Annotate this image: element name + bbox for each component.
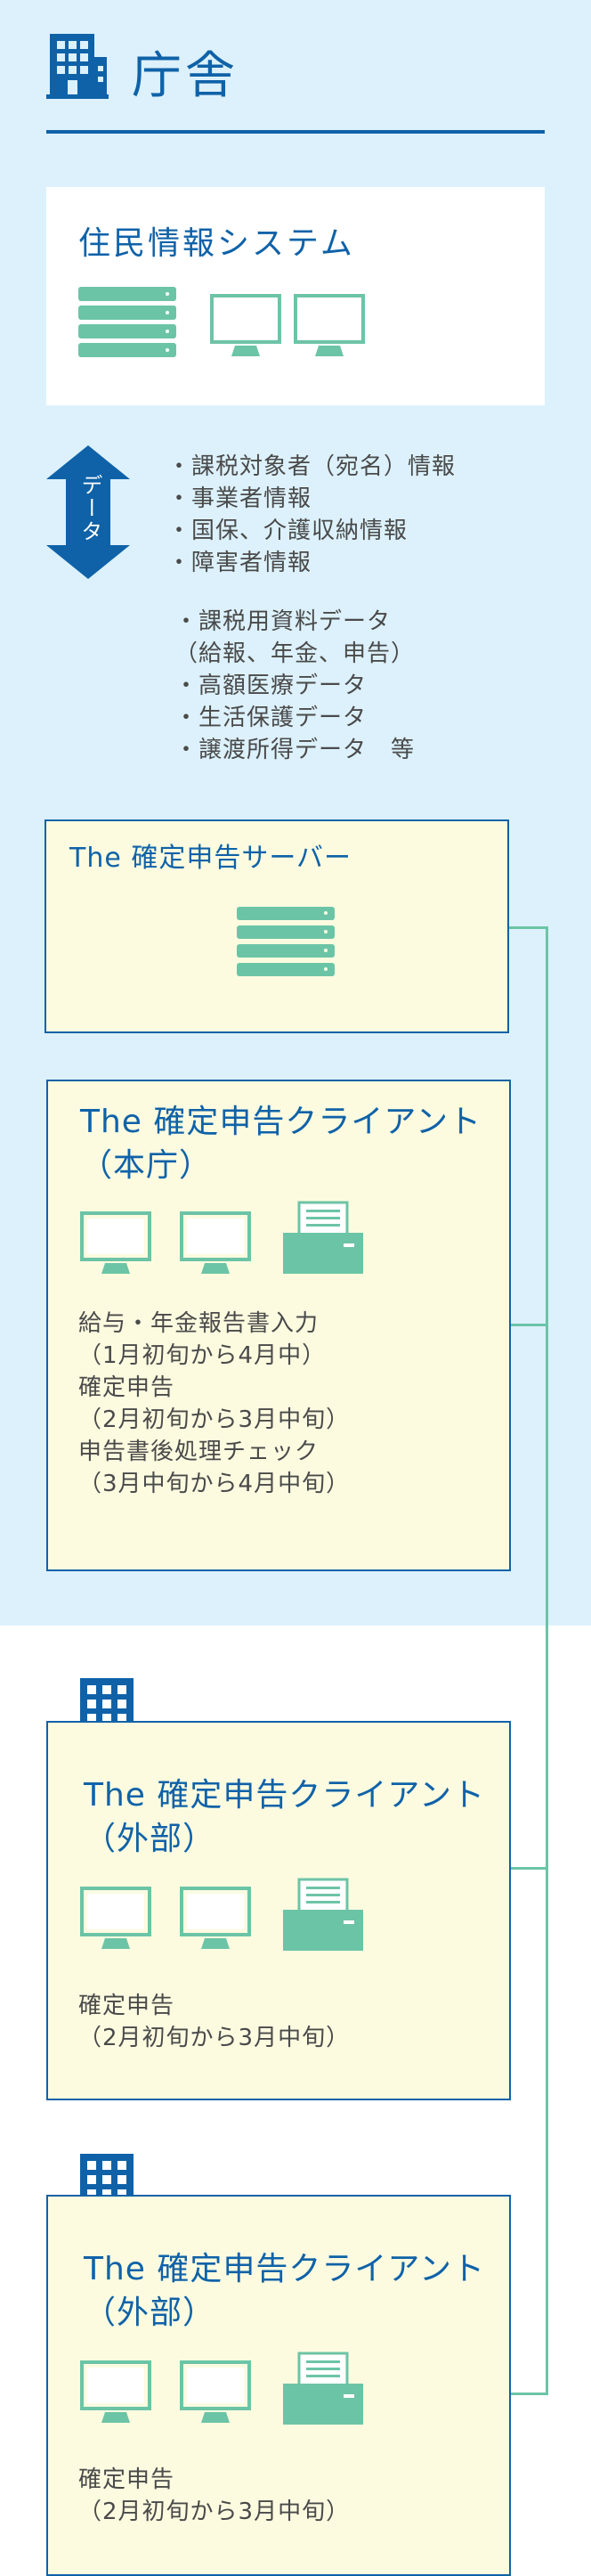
server-title: The 確定申告サーバー <box>69 843 352 874</box>
printer-icon <box>283 1201 363 1274</box>
connector-client-ext-1 <box>509 1867 548 1870</box>
schedule-line: 確定申告 <box>78 2466 175 2493</box>
client-ext-title: The 確定申告クライアント （外部） <box>84 2248 485 2336</box>
building-icon <box>46 34 109 99</box>
monitor-icon <box>294 294 365 356</box>
list-item: ・事業者情報 <box>167 485 312 512</box>
connector-client-main <box>509 1324 548 1326</box>
resident-system-title: 住民情報システム <box>78 225 355 262</box>
client-main-title: The 確定申告クライアント （本庁） <box>80 1101 482 1188</box>
schedule-line: 申告書後処理チェック <box>78 1439 320 1465</box>
schedule-line: 確定申告 <box>78 1374 175 1401</box>
server-icon <box>78 287 176 357</box>
double-arrow-icon <box>46 445 130 579</box>
monitor-icon <box>180 1887 251 1949</box>
data-list-upper: ・課税対象者（宛名）情報 ・事業者情報 ・国保、介護収納情報 ・障害者情報 <box>167 451 456 579</box>
client-main-title-line1: The 確定申告クライアント <box>80 1104 482 1140</box>
list-item: ・課税対象者（宛名）情報 <box>167 453 457 480</box>
schedule-line: 確定申告 <box>78 1993 175 2019</box>
monitor-icon <box>80 1211 151 1274</box>
list-item: ・生活保護データ <box>174 705 368 731</box>
list-item: （給報、年金、申告） <box>174 640 416 667</box>
client-ext-title-line2: （外部） <box>84 2294 216 2331</box>
monitor-icon <box>180 2360 251 2423</box>
monitor-icon <box>180 1211 251 1274</box>
list-item: ・障害者情報 <box>167 550 312 576</box>
client-ext-title-line1: The 確定申告クライアント <box>84 1777 485 1814</box>
title-underline <box>46 130 545 134</box>
list-item: ・高額医療データ <box>174 673 368 699</box>
client-ext-schedule: 確定申告 （2月初旬から3月中旬） <box>78 1990 350 2054</box>
client-ext-title: The 確定申告クライアント （外部） <box>84 1774 485 1862</box>
monitor-icon <box>80 1887 151 1949</box>
monitor-icon <box>210 294 281 356</box>
printer-icon <box>283 2352 363 2425</box>
schedule-line: （2月初旬から3月中旬） <box>78 1406 351 1433</box>
schedule-line: （2月初旬から3月中旬） <box>78 2025 351 2051</box>
list-item: ・課税用資料データ <box>174 608 392 635</box>
connector-server <box>509 926 548 929</box>
data-arrow-label: データ <box>77 474 102 543</box>
client-main-title-line2: （本庁） <box>80 1146 213 1184</box>
monitor-icon <box>80 2360 151 2423</box>
schedule-line: 給与・年金報告書入力 <box>78 1310 320 1337</box>
page-title: 庁舎 <box>132 47 239 105</box>
client-main-schedule: 給与・年金報告書入力 （1月初旬から4月中） 確定申告 （2月初旬から3月中旬）… <box>78 1308 350 1500</box>
network-trunk-line <box>546 926 548 2394</box>
server-icon <box>237 907 335 976</box>
schedule-line: （3月中旬から4月中旬） <box>78 1471 351 1497</box>
client-ext-title-line2: （外部） <box>84 1820 216 1857</box>
schedule-line: （2月初旬から3月中旬） <box>78 2499 351 2525</box>
list-item: ・譲渡所得データ 等 <box>174 737 416 763</box>
schedule-line: （1月初旬から4月中） <box>78 1342 327 1369</box>
list-item: ・国保、介護収納情報 <box>167 518 409 544</box>
client-ext-schedule: 確定申告 （2月初旬から3月中旬） <box>78 2464 350 2528</box>
client-ext-title-line1: The 確定申告クライアント <box>84 2251 485 2287</box>
printer-icon <box>283 1878 363 1951</box>
client-main-card <box>46 1080 511 1571</box>
connector-client-ext-2 <box>509 2393 548 2395</box>
data-list-lower: ・課税用資料データ （給報、年金、申告） ・高額医療データ ・生活保護データ ・… <box>174 606 415 766</box>
